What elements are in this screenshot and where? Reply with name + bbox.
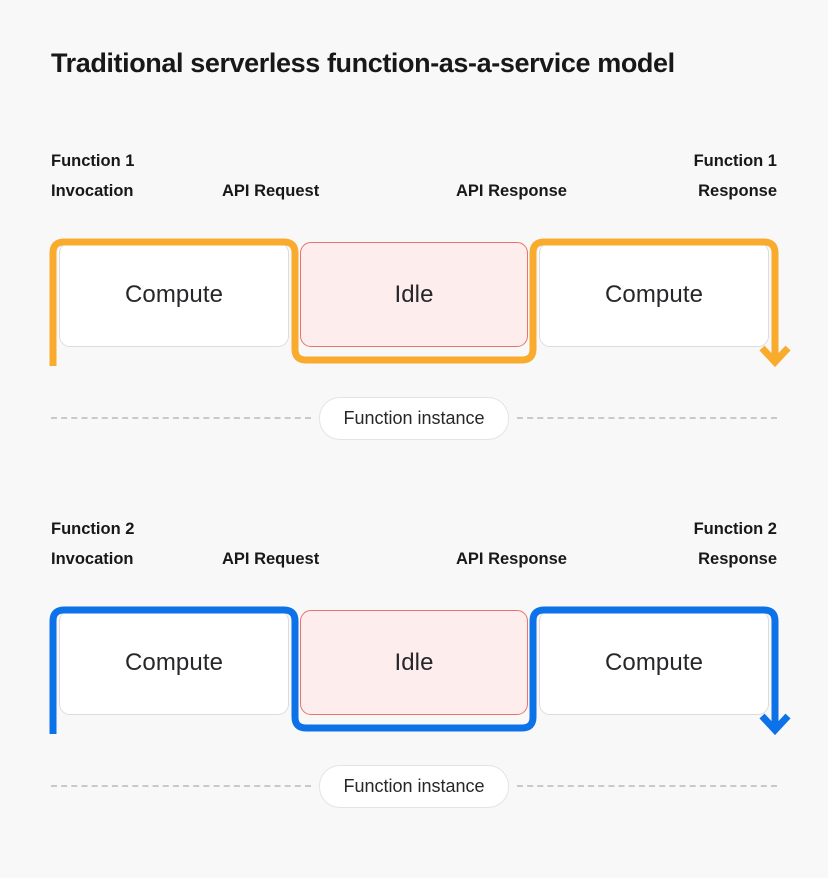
dashed-line-right: [516, 417, 777, 419]
stage-labels: Function 2 Invocation API Request API Re…: [0, 498, 828, 568]
stage-boxes: Compute Idle Compute: [0, 610, 828, 730]
label-api-response: API Response: [456, 550, 567, 568]
label-line-1: Function 1: [693, 152, 777, 170]
stage-box-compute: Compute: [539, 610, 769, 715]
label-line-1: Function 2: [51, 520, 135, 538]
function-flow-row-2: Function 2 Invocation API Request API Re…: [0, 498, 828, 808]
stage-labels: Function 1 Invocation API Request API Re…: [0, 130, 828, 200]
stage-box-idle: Idle: [300, 610, 528, 715]
label-function-response: Function 2 Response: [694, 514, 777, 574]
stage-box-compute: Compute: [539, 242, 769, 347]
page-title: Traditional serverless function-as-a-ser…: [51, 48, 675, 78]
dashed-line-right: [516, 785, 777, 787]
function-flow-row-1: Function 1 Invocation API Request API Re…: [0, 130, 828, 440]
label-line-2: Response: [698, 550, 777, 568]
function-instance-pill: Function instance: [319, 764, 509, 808]
label-line-1: Function 1: [51, 152, 135, 170]
label-function-invocation: Function 2 Invocation: [51, 514, 134, 574]
function-instance-pill: Function instance: [319, 396, 509, 440]
label-function-response: Function 1 Response: [694, 146, 777, 206]
label-function-invocation: Function 1 Invocation: [51, 146, 134, 206]
label-line-2: Invocation: [51, 550, 134, 568]
dashed-line-left: [51, 785, 312, 787]
label-api-request: API Request: [222, 182, 320, 200]
dashed-line-left: [51, 417, 312, 419]
label-line-2: Invocation: [51, 182, 134, 200]
function-instance-divider: Function instance: [0, 394, 828, 442]
label-line-2: Response: [698, 182, 777, 200]
label-line-1: Function 2: [693, 520, 777, 538]
stage-boxes: Compute Idle Compute: [0, 242, 828, 362]
label-api-response: API Response: [456, 182, 567, 200]
stage-box-compute: Compute: [59, 242, 289, 347]
stage-box-compute: Compute: [59, 610, 289, 715]
label-api-request: API Request: [222, 550, 320, 568]
stage-box-idle: Idle: [300, 242, 528, 347]
function-instance-divider: Function instance: [0, 762, 828, 810]
